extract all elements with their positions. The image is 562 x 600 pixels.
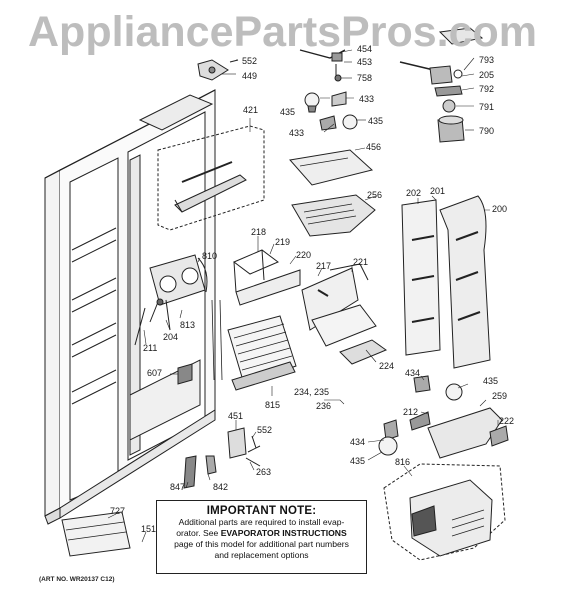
important-note-box: IMPORTANT NOTE: Additional parts are req… [156,500,367,574]
callout-219: 219 [275,237,291,247]
callout-201: 201 [430,186,446,196]
callout-434-upper: 434 [405,368,421,378]
callout-727: 727 [110,506,126,516]
callout-813: 813 [180,320,196,330]
evaporator-illustration [177,299,297,391]
callout-790: 790 [479,126,495,136]
callout-793: 793 [479,55,495,65]
callout-211: 211 [143,343,158,353]
light-shield-illustration [289,149,376,237]
note-line-1: Additional parts are required to install… [178,517,345,527]
callout-842: 842 [213,482,229,492]
callout-256: 256 [367,190,383,200]
callout-234-235: 234, 235 [294,387,330,397]
lamp-cover-illustration [427,407,509,459]
callout-200: 200 [492,204,508,214]
note-line-4: and replacement options [214,550,309,560]
art-number: (ART NO. WR20137 C12) [39,576,115,583]
callout-220: 220 [296,250,312,260]
callout-435-upper-right: 435 [483,376,499,386]
evaporator-cover-illustration [233,249,388,365]
callout-552: 552 [242,56,258,66]
note-line-2-text: orator. See [176,528,221,538]
callout-263: 263 [256,467,272,477]
callout-421: 421 [243,105,259,115]
callout-810: 810 [202,251,218,261]
callout-435-left: 435 [280,107,296,117]
callout-236: 236 [316,401,332,411]
callout-218: 218 [251,227,267,237]
callout-815: 815 [265,400,281,410]
callout-433-top: 433 [359,94,375,104]
callout-435-lower: 435 [350,456,366,466]
callout-847: 847 [170,482,186,492]
note-line-3: page of this model for additional part n… [174,539,349,549]
callout-217: 217 [316,261,332,271]
callout-205: 205 [479,70,495,80]
callout-433-lower: 433 [289,128,305,138]
callout-552-lower: 552 [257,425,273,435]
top-hinge-illustration [197,59,239,81]
door-bins-illustration [401,195,491,369]
site-watermark: AppliancePartsPros.com [28,8,538,56]
callout-456: 456 [366,142,382,152]
callout-224: 224 [379,361,395,371]
callout-451: 451 [228,411,244,421]
callout-453: 453 [357,57,373,67]
callout-222: 222 [499,416,515,426]
upper-lamps-illustration [304,91,358,131]
callout-435-right: 435 [368,116,384,126]
fan-housing-illustration [383,463,506,561]
callout-212: 212 [403,407,419,417]
lower-lamps-illustration [378,375,463,456]
note-title: IMPORTANT NOTE: [206,505,317,517]
callout-434-lower: 434 [350,437,366,447]
callout-259: 259 [492,391,508,401]
callout-454: 454 [357,44,373,54]
damper-assembly-illustration [399,27,484,143]
fan-motor-illustration [134,254,208,346]
hinge-bracket-illustration [183,427,261,489]
toe-grille-illustration [61,511,131,557]
evaporator-instructions-link[interactable]: EVAPORATOR INSTRUCTIONS [220,528,347,538]
callout-816: 816 [395,457,411,467]
note-line-2: orator. See EVAPORATOR INSTRUCTIONS [157,528,366,539]
callout-221: 221 [353,257,369,267]
callout-791: 791 [479,102,495,112]
callout-204: 204 [163,332,179,342]
callout-151: 151 [141,524,157,534]
callout-758: 758 [357,73,373,83]
callout-449: 449 [242,71,258,81]
callout-202: 202 [406,188,422,198]
callout-607: 607 [147,368,163,378]
leader-lines [107,49,499,543]
callout-792: 792 [479,84,495,94]
